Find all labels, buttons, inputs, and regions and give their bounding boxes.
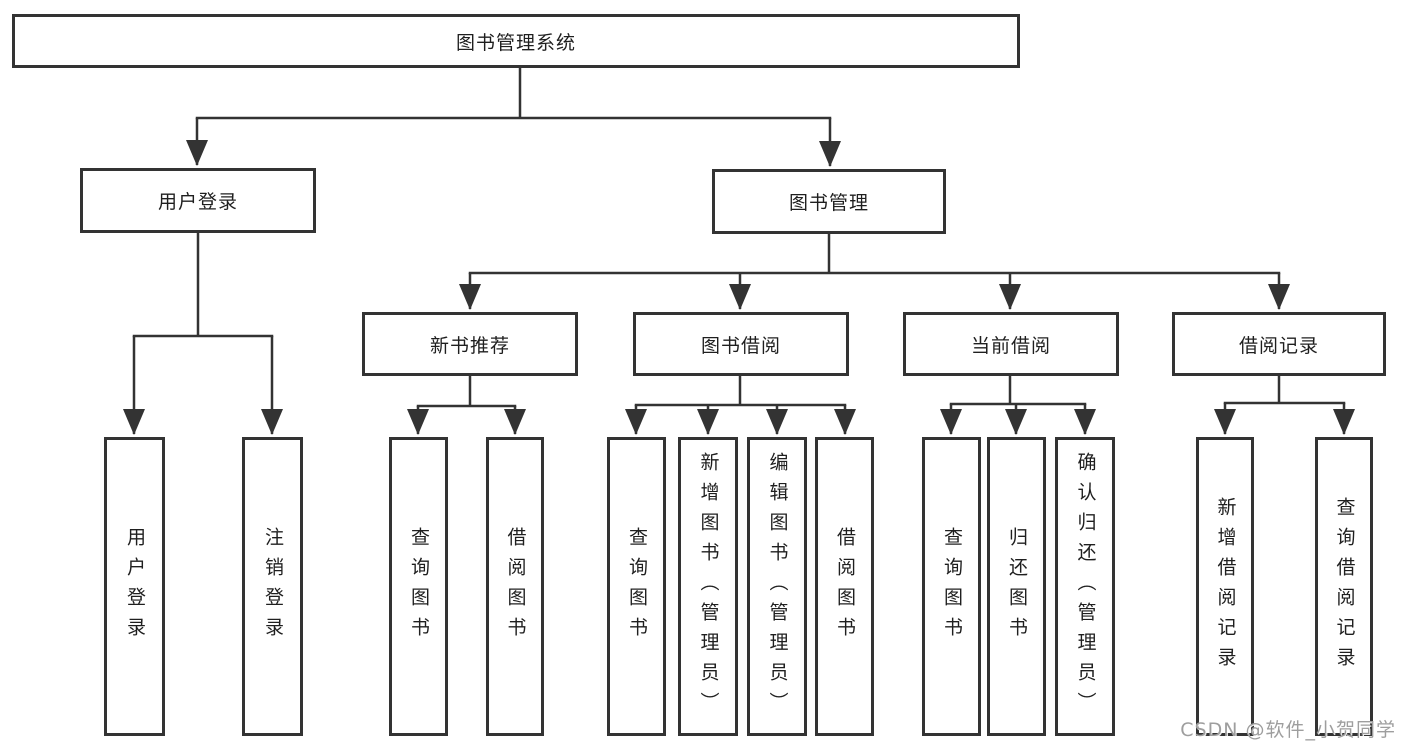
leaf-cb-confirm-return-admin-label: 确认归还（管理员） [1074,451,1097,722]
leaf-cb-confirm-return-admin: 确认归还（管理员） [1055,437,1115,736]
leaf-br-add-record: 新增借阅记录 [1196,437,1254,736]
leaf-bb-borrow-books-label: 借阅图书 [834,526,856,647]
leaf-bb-borrow-books: 借阅图书 [815,437,874,736]
leaf-bb-add-books-admin: 新增图书（管理员） [678,437,738,736]
leaf-bb-edit-books-admin-label: 编辑图书（管理员） [766,451,789,722]
leaf-nb-query-books: 查询图书 [389,437,448,736]
leaf-nb-query-books-label: 查询图书 [408,526,430,647]
node-borrow-records: 借阅记录 [1172,312,1386,376]
node-book-borrow-label: 图书借阅 [700,334,781,357]
leaf-br-add-record-label: 新增借阅记录 [1214,496,1237,677]
node-current-borrow-label: 当前借阅 [970,334,1051,357]
watermark: CSDN @软件_小贺同学 [1180,719,1396,741]
leaf-cb-query-books-label: 查询图书 [941,526,963,647]
node-book-management-label: 图书管理 [788,192,869,214]
leaf-logout: 注销登录 [242,437,303,736]
leaf-bb-query-books-label: 查询图书 [626,526,648,647]
node-new-book-recommend: 新书推荐 [362,312,578,376]
node-book-borrow: 图书借阅 [633,312,849,376]
leaf-bb-edit-books-admin: 编辑图书（管理员） [747,437,807,736]
leaf-br-query-record-label: 查询借阅记录 [1333,496,1356,677]
node-root: 图书管理系统 [12,14,1020,68]
leaf-user-login: 用户登录 [104,437,165,736]
leaf-cb-query-books: 查询图书 [922,437,981,736]
leaf-cb-return-books-label: 归还图书 [1006,526,1028,647]
leaf-bb-query-books: 查询图书 [607,437,666,736]
leaf-br-query-record: 查询借阅记录 [1315,437,1373,736]
node-book-management: 图书管理 [712,169,946,234]
node-root-label: 图书管理系统 [455,31,576,54]
leaf-logout-label: 注销登录 [262,526,284,647]
node-current-borrow: 当前借阅 [903,312,1119,376]
node-new-book-recommend-label: 新书推荐 [429,334,510,357]
node-borrow-records-label: 借阅记录 [1238,334,1319,357]
leaf-nb-borrow-books-label: 借阅图书 [504,526,527,647]
leaf-nb-borrow-books: 借阅图书 [486,437,544,736]
node-user-login: 用户登录 [80,168,316,233]
leaf-cb-return-books: 归还图书 [987,437,1046,736]
node-user-login-label: 用户登录 [157,191,238,213]
leaf-bb-add-books-admin-label: 新增图书（管理员） [697,451,720,722]
leaf-user-login-label: 用户登录 [124,526,146,647]
